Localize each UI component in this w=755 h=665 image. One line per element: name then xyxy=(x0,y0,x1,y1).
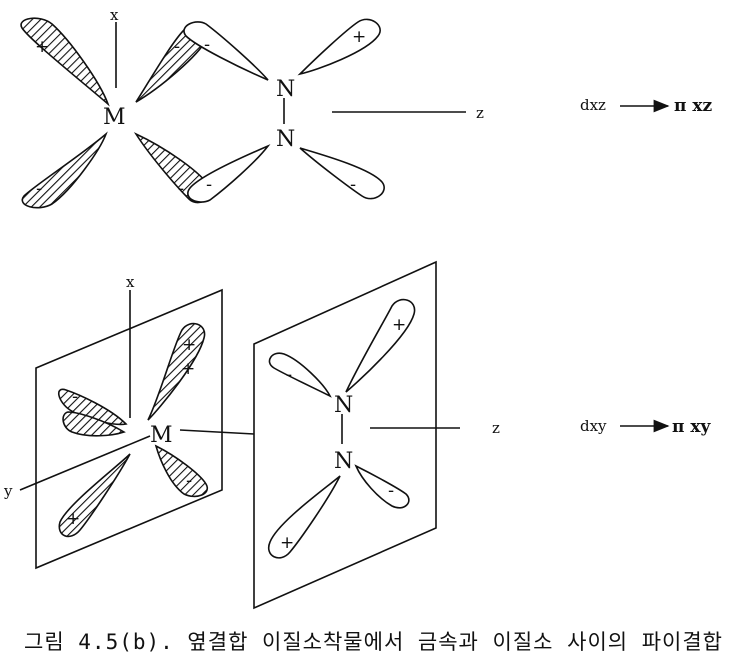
top-sign-d-upper-left: + xyxy=(35,37,49,57)
bottom-m-n2-link xyxy=(179,429,255,435)
n2-plane xyxy=(253,260,437,610)
bottom-eq-to: π xy xyxy=(672,417,711,437)
top-d-lobe-lower-left xyxy=(21,131,108,209)
bottom-diagram: x y z M N N + + - - + - - + xyxy=(3,260,711,610)
bottom-d-lobe-left-wing xyxy=(62,411,126,437)
bottom-d-lobe-upper-right xyxy=(147,322,206,421)
bottom-n1-p-lobe-left xyxy=(268,352,332,398)
top-n2-p-lobe-right xyxy=(299,147,385,200)
bottom-y-axis-line xyxy=(19,435,151,491)
bonding-diagram: x z M N N + - - - + - - - dxz π xz xyxy=(3,6,712,610)
bottom-sign-d-upper-right: + xyxy=(182,335,196,355)
bottom-n2-p-lobe-right xyxy=(354,464,410,509)
bottom-sign-d-upper-mid: + xyxy=(181,359,195,379)
bottom-eq-from: dxy xyxy=(580,417,607,435)
top-z-axis-label: z xyxy=(476,104,484,122)
bottom-metal-label: M xyxy=(150,423,173,448)
top-sign-n2-right: - xyxy=(350,175,356,195)
bottom-y-axis-label: y xyxy=(3,482,13,500)
bottom-n2-p-lobe-lower xyxy=(267,475,341,559)
top-n2-p-lobe-left xyxy=(187,144,271,203)
top-sign-n1-left: - xyxy=(204,35,210,55)
bottom-n1-label: N xyxy=(334,393,353,418)
bottom-sign-n1-left: - xyxy=(286,365,292,385)
bottom-sign-d-lower-left: + xyxy=(66,509,80,529)
bottom-x-axis-label: x xyxy=(126,273,135,291)
top-sign-n2-left: - xyxy=(206,175,212,195)
top-x-axis-label: x xyxy=(110,6,119,24)
bottom-sign-d-lower-right: - xyxy=(186,471,192,491)
top-sign-n1-right: + xyxy=(352,27,366,47)
bottom-z-axis-label: z xyxy=(492,419,500,437)
top-n1-p-lobe-right xyxy=(297,18,381,76)
bottom-sign-n1-upper: + xyxy=(392,315,406,335)
bottom-n2-label: N xyxy=(334,449,353,474)
bottom-d-lobe-lower-right xyxy=(154,444,209,498)
figure-caption: 그림 4.5(b). 옆결합 이질소착물에서 금속과 이질소 사이의 파이결합 xyxy=(24,630,724,654)
top-n2-label: N xyxy=(276,127,295,152)
top-sign-d-lower-left: - xyxy=(36,179,42,199)
top-sign-d-upper-right: - xyxy=(174,37,180,57)
top-metal-label: M xyxy=(103,105,126,130)
bottom-n1-p-lobe-upper xyxy=(345,298,416,393)
top-diagram: x z M N N + - - - + - - - dxz π xz xyxy=(20,6,712,209)
top-d-lobe-upper-left xyxy=(20,17,110,107)
top-eq-from: dxz xyxy=(580,96,606,114)
bottom-sign-n2-lower: + xyxy=(280,533,294,553)
bottom-sign-d-left: - xyxy=(72,387,78,407)
top-eq-to: π xz xyxy=(674,96,712,116)
top-sign-d-lower-right: - xyxy=(178,179,184,199)
bottom-sign-n2-right: - xyxy=(388,481,394,501)
top-n1-p-lobe-left xyxy=(183,21,269,81)
top-n1-label: N xyxy=(276,77,295,102)
bottom-d-lobe-lower-left xyxy=(58,453,131,538)
metal-plane xyxy=(35,288,223,570)
